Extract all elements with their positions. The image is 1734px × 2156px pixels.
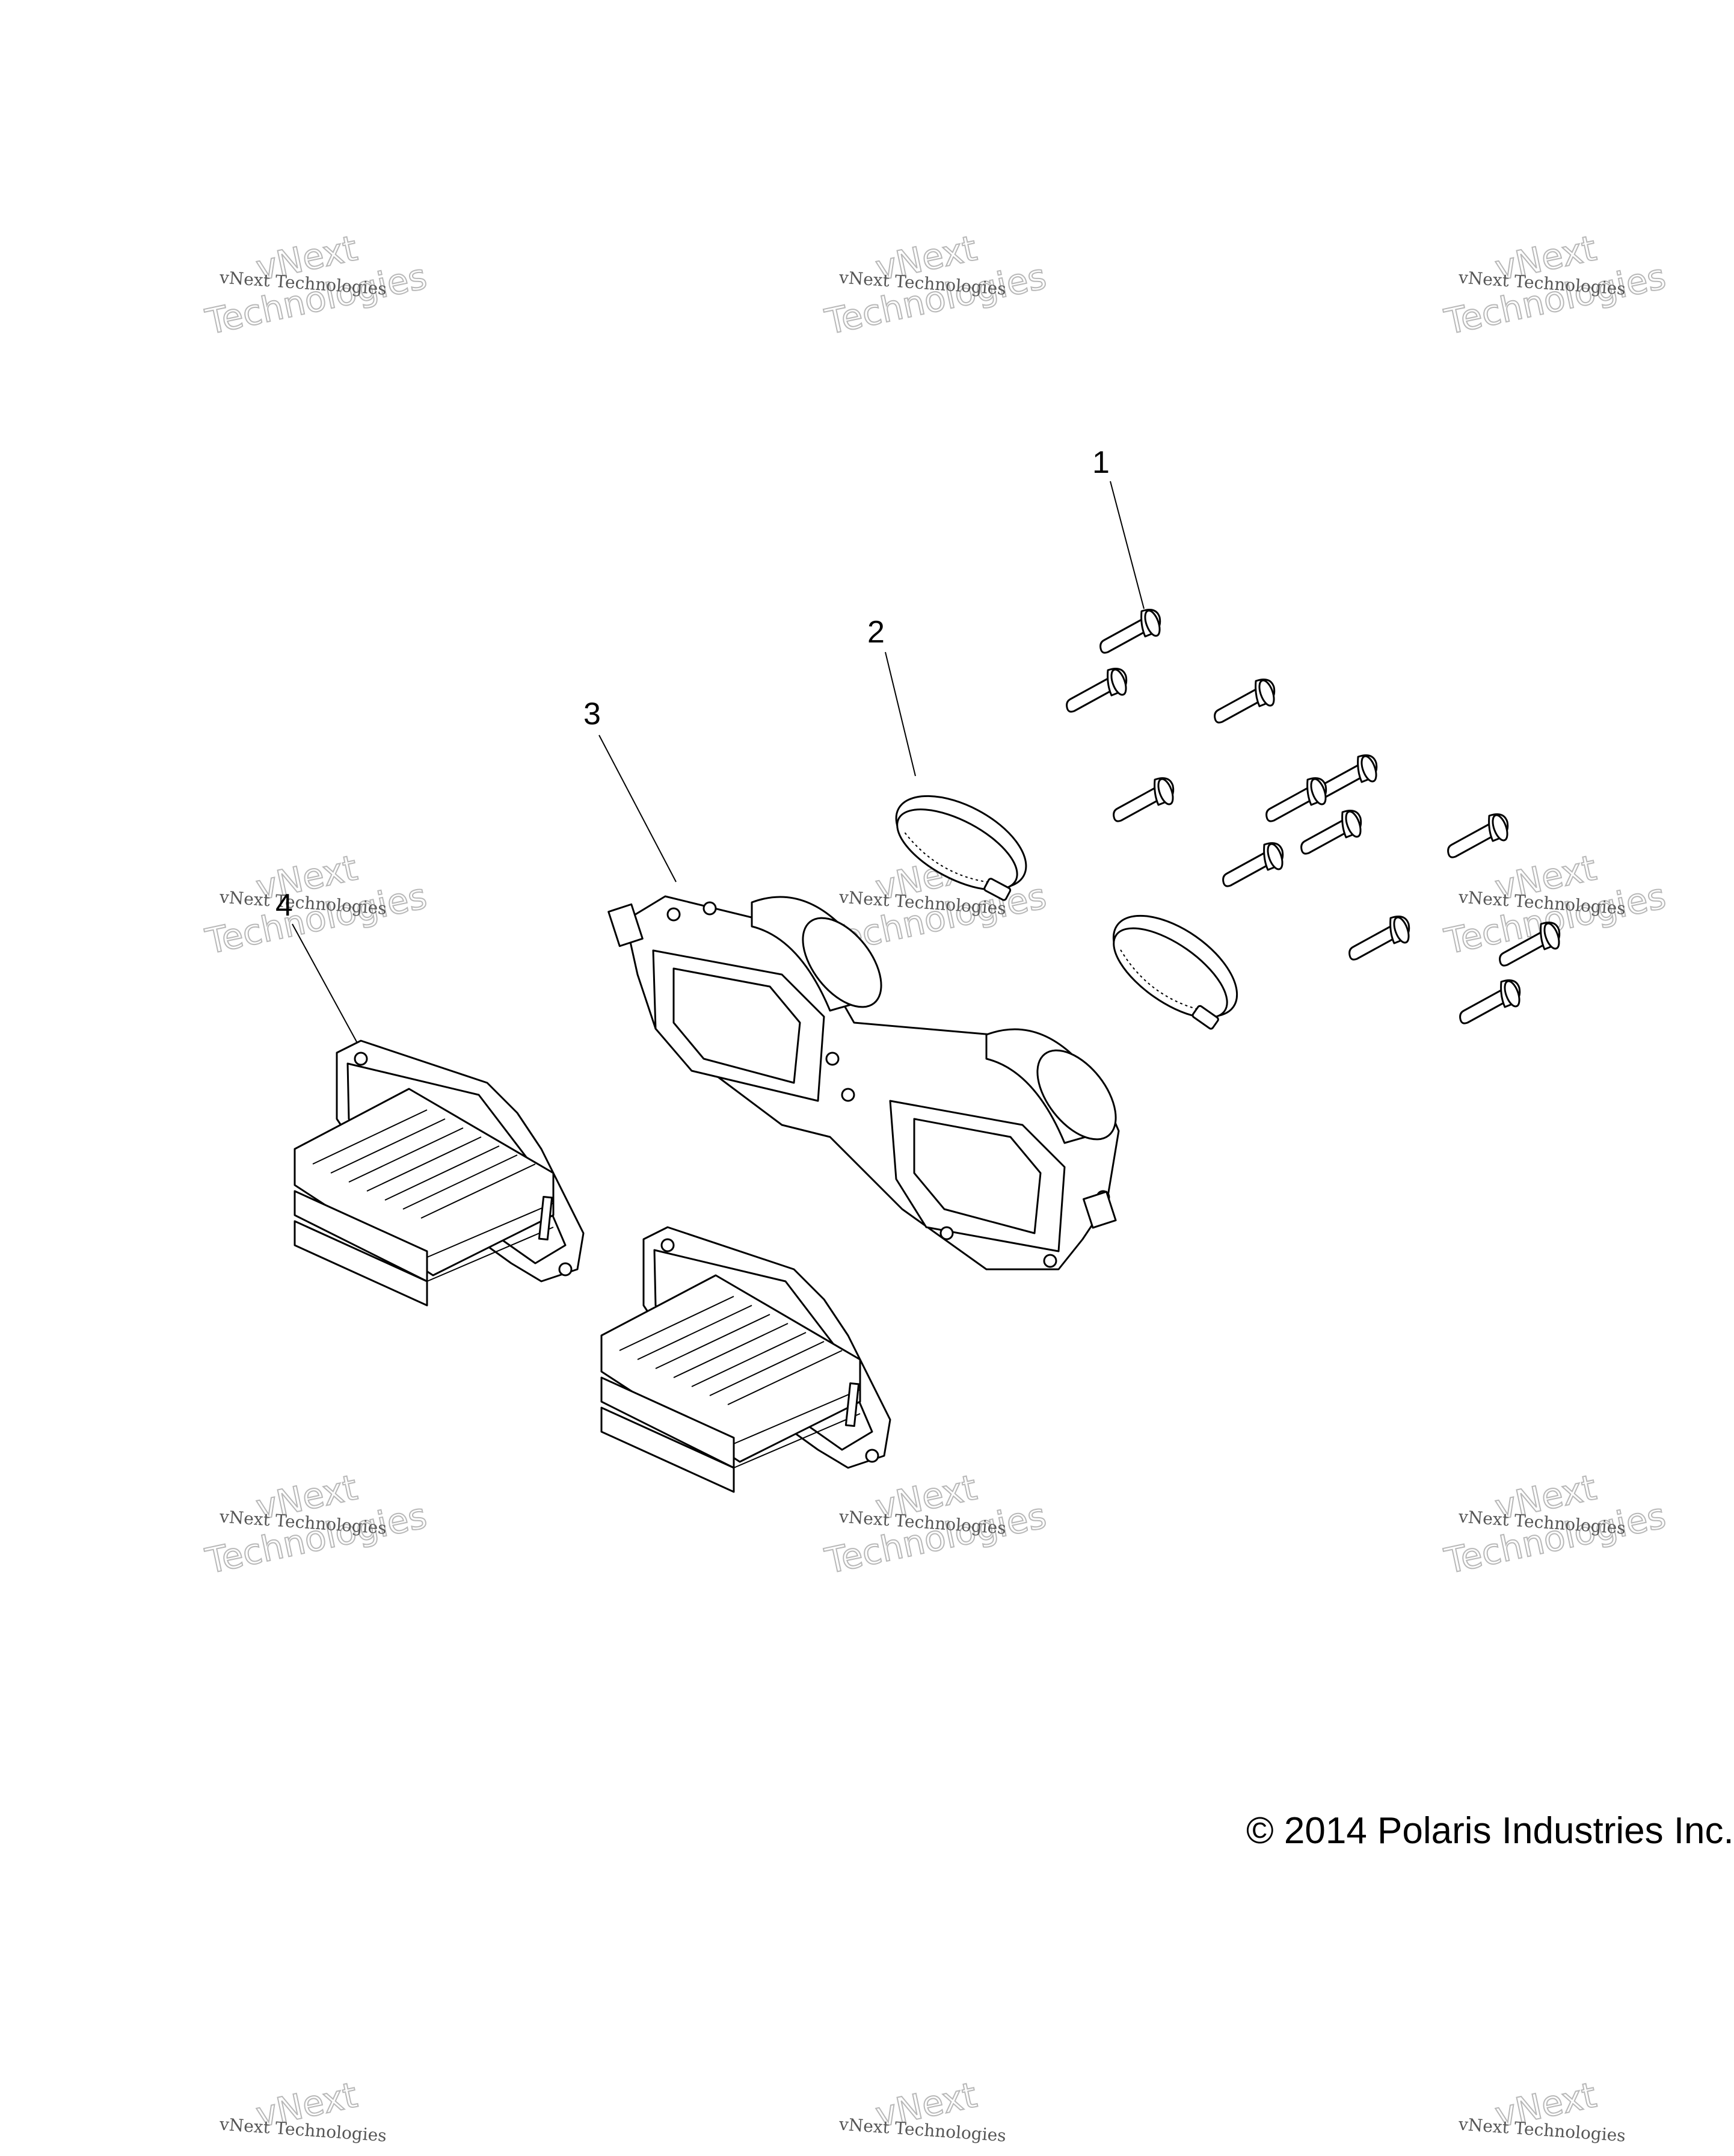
watermark: Technologies vNext vNext Technologies	[201, 227, 431, 343]
hose-clamp	[895, 795, 1027, 901]
reed-valve	[294, 1040, 585, 1307]
watermark: Technologies vNext vNext Technologies	[1440, 227, 1670, 343]
leader-line-1	[1110, 481, 1145, 609]
bolt	[1348, 914, 1413, 961]
watermark: vNext vNext Technologies	[218, 2074, 387, 2146]
callout-1: 1	[1092, 445, 1110, 480]
leader-line-2	[885, 651, 916, 777]
watermark: vNext vNext Technologies	[1457, 2074, 1626, 2146]
bolt	[1066, 667, 1130, 713]
hose-clamps	[895, 795, 1238, 1030]
bolt	[1265, 776, 1330, 822]
watermark: Technologies vNext vNext Technologies	[1440, 1466, 1670, 1582]
bolt	[1113, 776, 1177, 822]
leader-line-4	[292, 923, 364, 1055]
bolt	[1300, 808, 1365, 855]
bolt	[1214, 677, 1278, 724]
watermark: Technologies vNext vNext Technologies	[201, 1466, 431, 1582]
bolt	[1222, 841, 1287, 887]
parts-diagram: Technologies vNext vNext Technologies Te…	[201, 227, 1670, 2146]
watermark: Technologies vNext vNext Technologies	[201, 846, 431, 962]
copyright-notice: © 2014 Polaris Industries Inc.	[1246, 1810, 1734, 1852]
callout-4: 4	[275, 888, 293, 923]
intake-manifold	[607, 895, 1120, 1270]
reed-valve	[600, 1226, 891, 1493]
bolt	[1099, 608, 1164, 654]
callouts: 1 2 3 4	[275, 445, 1145, 1055]
watermark: Technologies vNext vNext Technologies	[821, 227, 1051, 343]
callout-2: 2	[867, 615, 885, 650]
bolt	[1459, 978, 1523, 1024]
watermark: Technologies vNext vNext Technologies	[821, 1466, 1051, 1582]
callout-3: 3	[583, 697, 601, 732]
hose-clamp	[1112, 914, 1238, 1030]
leader-line-3	[598, 735, 677, 882]
watermark: vNext vNext Technologies	[838, 2074, 1007, 2146]
bolt	[1447, 812, 1511, 858]
